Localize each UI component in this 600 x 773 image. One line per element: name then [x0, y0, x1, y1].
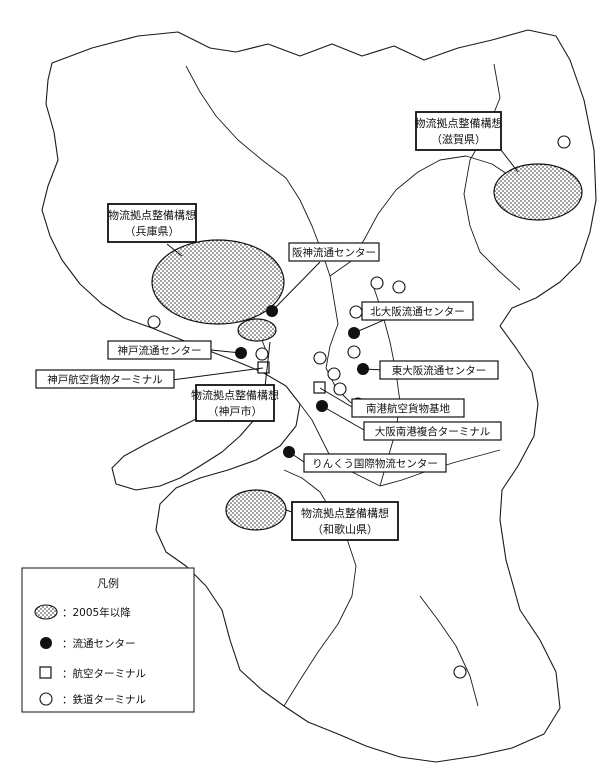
callout-shiga-line2: （滋賀県）	[431, 133, 486, 146]
wakayama-boundary	[283, 469, 357, 707]
callout-higashi-osaka-center: 東大阪流通センター	[379, 360, 499, 380]
rail-terminal-marker	[349, 305, 363, 319]
callout-kobe-air-terminal: 神戸航空貨物ターミナル	[35, 369, 175, 389]
callout-wakayama-line2: （和歌山県）	[312, 522, 378, 536]
callout-kobe-line1: 物流拠点整備構想	[191, 388, 279, 402]
nanko-air-terminal-marker	[313, 381, 326, 394]
callout-wakayama-line1: 物流拠点整備構想	[301, 506, 389, 520]
callout-kobe-center: 神戸流通センター	[107, 340, 212, 360]
rail-terminal-marker	[147, 315, 161, 329]
rail-terminal-marker	[392, 280, 406, 294]
callout-hanshin-center: 阪神流通センター	[288, 242, 380, 262]
rail-terminal-marker	[327, 367, 341, 381]
callout-hyogo-line2: （兵庫県）	[125, 224, 180, 238]
legend-item-label: ：流通センター	[62, 637, 136, 650]
mie-boundary	[419, 595, 479, 707]
callout-kobe-center-label: 神戸流通センター	[118, 344, 202, 357]
legend-title: 凡例	[97, 576, 119, 590]
osaka-bay-coast	[299, 403, 381, 487]
zone-shiga	[493, 163, 583, 221]
callout-shiga: 物流拠点整備構想 （滋賀県）	[415, 111, 503, 151]
callout-hyogo-line1: 物流拠点整備構想	[108, 208, 196, 222]
legend-item-label: ：航空ターミナル	[62, 667, 146, 680]
rail-terminal-marker	[333, 382, 347, 396]
callout-hanshin-label: 阪神流通センター	[292, 246, 376, 259]
callout-hyogo: 物流拠点整備構想 （兵庫県）	[107, 203, 197, 243]
callout-rinku: りんくう国際物流センター	[303, 453, 447, 473]
rail-terminal-marker	[255, 347, 269, 361]
legend-open-square-icon	[39, 666, 52, 679]
shiga-west-boundary	[463, 63, 521, 291]
hyogo-north-boundary	[185, 65, 331, 277]
callout-wakayama: 物流拠点整備構想 （和歌山県）	[291, 501, 399, 541]
callout-nanko-air-label: 南港航空貨物基地	[366, 402, 450, 415]
callout-higashi-osaka-label: 東大阪流通センター	[392, 364, 487, 377]
callout-kobe-line2: （神戸市）	[208, 404, 263, 418]
rail-terminal-marker	[347, 345, 361, 359]
legend-filled-circle-icon	[40, 637, 52, 649]
callout-kobe-air-label: 神戸航空貨物ターミナル	[47, 373, 163, 386]
callout-kita-osaka-center: 北大阪流通センター	[361, 301, 474, 321]
rail-terminal-marker	[313, 351, 327, 365]
legend-dotted-ellipse-icon	[34, 604, 58, 620]
callout-osaka-nanko-terminal: 大阪南港複合ターミナル	[363, 421, 502, 441]
legend-open-circle-icon	[39, 692, 53, 706]
legend-item-label: ：2005年以降	[62, 606, 131, 619]
legend-item-label: ：鉄道ターミナル	[62, 693, 146, 706]
rail-terminal-marker	[370, 276, 384, 290]
zone-hyogo	[151, 239, 285, 325]
callout-rinku-label: りんくう国際物流センター	[312, 457, 438, 470]
rail-terminal-marker	[453, 665, 467, 679]
callout-kita-osaka-label: 北大阪流通センター	[370, 305, 465, 318]
zone-kobe	[237, 318, 277, 342]
rail-terminal-marker	[557, 135, 571, 149]
legend: 凡例 ：2005年以降 ：流通センター ：航空ターミナル ：鉄道ターミナル	[21, 567, 195, 713]
callout-shiga-line1: 物流拠点整備構想	[415, 116, 503, 130]
osaka-north-boundary	[325, 275, 373, 415]
callout-kobe: 物流拠点整備構想 （神戸市）	[191, 384, 279, 422]
callout-nanko-air-base: 南港航空貨物基地	[351, 398, 465, 418]
callout-osaka-nanko-label: 大阪南港複合ターミナル	[375, 425, 491, 438]
zone-wakayama	[225, 489, 287, 531]
kobe-air-terminal-marker	[257, 361, 270, 374]
